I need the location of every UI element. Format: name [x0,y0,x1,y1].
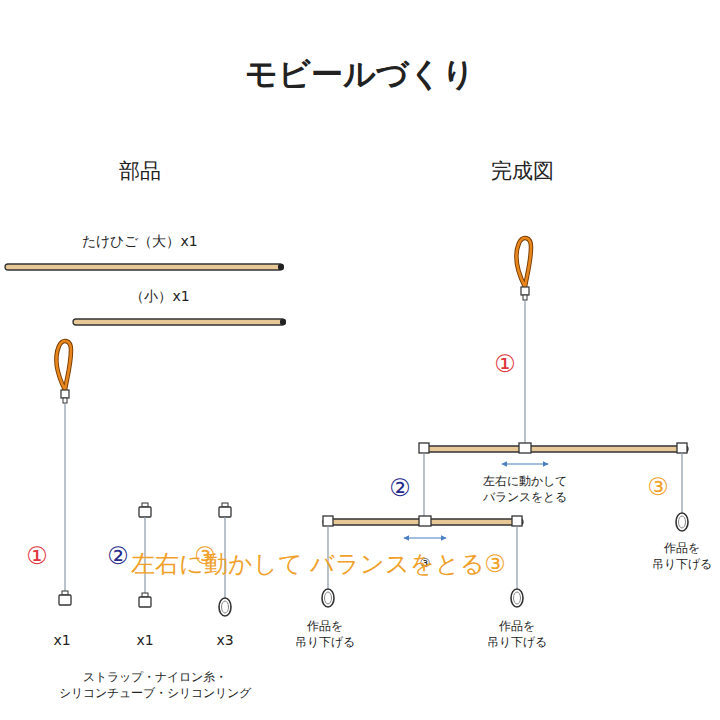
hang-note: 作品を 吊り下げる [287,619,363,650]
part-name: （小）x1 [130,287,189,305]
strap-string-part [56,341,71,605]
materials-note: ストラップ・ナイロン糸・ シリコンチューブ・シリコンリング [50,670,260,701]
callout-number: ① [26,541,48,572]
quantity: x3 [216,631,233,649]
quantity: x1 [53,631,70,649]
page-title: モビールづくり [245,54,475,96]
section-heading: 部品 [119,158,161,185]
callout-number: ① [494,349,516,380]
callout-number: ② [389,473,411,504]
quantity: x1 [136,631,153,649]
balance-note: 左右に動かして バランスをとる [475,474,575,505]
hang-note: 作品を 吊り下げる [644,541,720,572]
callout-number: ③ [484,549,506,580]
callout-number: 左右に動かして バランスをとる [131,549,486,580]
hang-note: 作品を 吊り下げる [479,619,555,650]
callout-number: ③ [647,472,669,503]
callout-number: ② [107,541,129,572]
section-heading: 完成図 [491,158,554,185]
bamboo-stick [5,264,286,325]
part-name: たけひご（大）x1 [82,232,197,250]
